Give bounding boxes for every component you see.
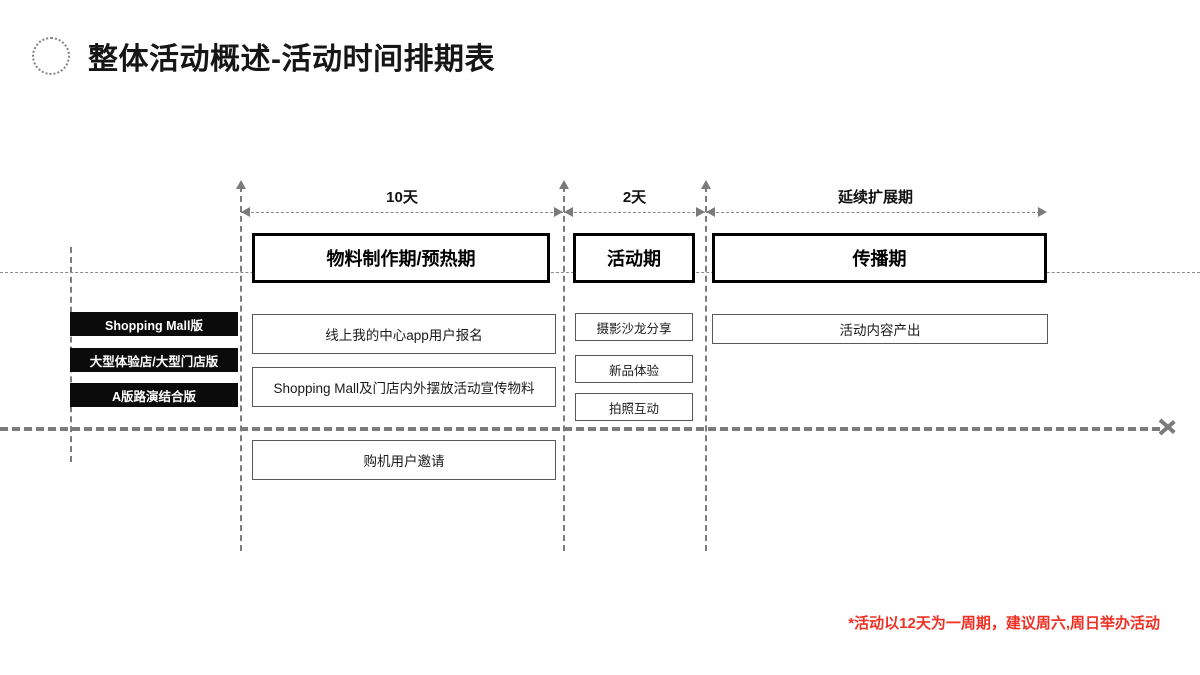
- task-box-photo[interactable]: 拍照互动: [575, 393, 693, 421]
- version-tag-roadshow[interactable]: A版路演结合版: [70, 383, 238, 407]
- version-tag-mall-label: Shopping Mall版: [105, 318, 203, 333]
- version-tag-mall[interactable]: Shopping Mall版: [70, 312, 238, 336]
- duration-arrow-extend-right: [1038, 207, 1047, 217]
- task-box-material[interactable]: Shopping Mall及门店内外摆放活动宣传物料: [252, 367, 556, 407]
- column-separator-prep-start: [240, 186, 242, 551]
- duration-arrow-prep-left: [241, 207, 250, 217]
- task-label-signup: 线上我的中心app用户报名: [325, 328, 483, 343]
- version-tag-roadshow-label: A版路演结合版: [111, 389, 197, 404]
- duration-arrow-prep-right: [554, 207, 563, 217]
- duration-line-extend: [706, 212, 1045, 213]
- task-label-material: Shopping Mall及门店内外摆放活动宣传物料: [273, 381, 535, 396]
- task-box-newproduct[interactable]: 新品体验: [575, 355, 693, 383]
- task-box-content[interactable]: 活动内容产出: [712, 314, 1048, 344]
- duration-label-extend: 延续扩展期: [837, 189, 913, 206]
- tick-arrow-prep-start: [236, 180, 246, 189]
- task-label-salon: 摄影沙龙分享: [596, 321, 672, 336]
- task-box-signup[interactable]: 线上我的中心app用户报名: [252, 314, 556, 354]
- duration-arrow-extend-left: [706, 207, 715, 217]
- duration-arrow-event-left: [564, 207, 573, 217]
- phase-label-spread: 传播期: [852, 249, 907, 269]
- page-title: 整体活动概述-活动时间排期表: [32, 34, 495, 78]
- phase-box-spread[interactable]: 传播期: [712, 233, 1047, 283]
- task-label-newproduct: 新品体验: [608, 363, 659, 378]
- duration-line-prep: [241, 212, 563, 213]
- timeline-axis: [0, 427, 1160, 431]
- phase-label-prep: 物料制作期/预热期: [326, 249, 476, 269]
- column-separator-prep-end: [563, 186, 565, 551]
- footnote-text: *活动以12天为一周期，建议周六,周日举办活动: [848, 615, 1160, 632]
- phase-box-prep[interactable]: 物料制作期/预热期: [252, 233, 550, 283]
- duration-label-prep: 10天: [386, 189, 418, 206]
- duration-label-event: 2天: [622, 189, 647, 206]
- right-arrow-icon: [1158, 414, 1184, 440]
- duration-line-event: [564, 212, 705, 213]
- task-label-invite: 购机用户邀请: [363, 454, 445, 469]
- tick-arrow-prep-end: [559, 180, 569, 189]
- duration-arrow-event-right: [696, 207, 705, 217]
- task-box-salon[interactable]: 摄影沙龙分享: [575, 313, 693, 341]
- phase-label-event: 活动期: [607, 249, 661, 269]
- task-label-content: 活动内容产出: [839, 323, 921, 338]
- version-tag-store[interactable]: 大型体验店/大型门店版: [70, 348, 238, 372]
- tick-arrow-event-end: [701, 180, 711, 189]
- version-tag-store-label: 大型体验店/大型门店版: [89, 354, 219, 369]
- dotted-circle-icon: [32, 37, 70, 75]
- page-title-text: 整体活动概述-活动时间排期表: [88, 43, 495, 76]
- task-box-invite[interactable]: 购机用户邀请: [252, 440, 556, 480]
- phase-box-event[interactable]: 活动期: [573, 233, 695, 283]
- task-label-photo: 拍照互动: [608, 401, 659, 416]
- column-separator-event-end: [705, 186, 707, 551]
